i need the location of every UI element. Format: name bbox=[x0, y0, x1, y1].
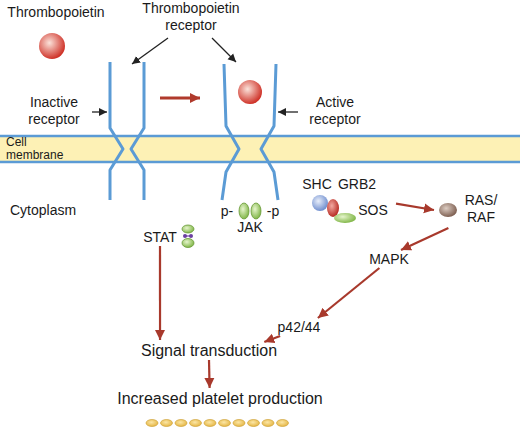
platelet bbox=[175, 420, 187, 427]
activation-arrow bbox=[160, 97, 200, 100]
membrane-edge bbox=[0, 135, 520, 138]
phosphate-dot bbox=[183, 234, 187, 238]
ras-raf-protein bbox=[439, 203, 457, 217]
protein-complex: RAS/ RAF bbox=[434, 192, 506, 228]
platelet bbox=[262, 420, 274, 427]
stat-protein bbox=[182, 239, 194, 248]
stat-protein bbox=[182, 225, 194, 233]
part-label: Active receptor bbox=[298, 94, 372, 128]
jak-protein bbox=[239, 203, 249, 219]
grb2-protein bbox=[327, 199, 339, 217]
protein-complex: SHCGRB2SOS bbox=[296, 176, 396, 222]
part-label: Inactive receptor bbox=[16, 94, 92, 128]
sos-protein bbox=[334, 213, 356, 223]
receptor-chain bbox=[110, 62, 123, 200]
platelet bbox=[146, 420, 158, 427]
leader-arrow bbox=[92, 111, 107, 112]
signal-arrow bbox=[264, 336, 280, 342]
platelet bbox=[277, 420, 289, 427]
protein-label: STAT bbox=[140, 228, 180, 246]
region-label: Cell membrane bbox=[6, 136, 72, 162]
receptor-chain bbox=[222, 64, 239, 200]
thrombopoietin-molecule bbox=[238, 80, 262, 104]
membrane-edge bbox=[0, 161, 520, 164]
pathway-step: MAPK bbox=[365, 250, 413, 268]
node-text: p- bbox=[218, 203, 236, 220]
platelet bbox=[219, 420, 231, 427]
molecule-label: Thrombopoietin bbox=[0, 4, 112, 21]
platelet bbox=[248, 420, 260, 427]
outcome-box: Increased platelet production bbox=[90, 388, 350, 408]
node-text: Increased platelet production bbox=[90, 388, 350, 408]
node-text: MAPK bbox=[365, 250, 413, 268]
jak-protein bbox=[251, 203, 261, 219]
node-text: SOS bbox=[356, 202, 390, 219]
pathway-step: p42/44 bbox=[272, 318, 326, 336]
node-text: JAK bbox=[218, 219, 282, 236]
node-text: RAS/ RAF bbox=[458, 192, 504, 226]
node-text: Signal transduction bbox=[130, 340, 288, 360]
region-label: Cytoplasm bbox=[10, 202, 100, 219]
leader-arrow bbox=[278, 111, 298, 112]
node-text: SHC bbox=[300, 176, 334, 193]
receptor-chain bbox=[131, 62, 144, 200]
leader-arrow bbox=[212, 38, 236, 62]
node-text: -p bbox=[264, 203, 282, 220]
platelet bbox=[161, 420, 173, 427]
leader-arrow bbox=[132, 38, 168, 64]
pathway-step: Signal transduction bbox=[130, 340, 288, 360]
phosphate-dot bbox=[189, 234, 193, 238]
thrombopoietin-molecule bbox=[39, 33, 65, 59]
signal-arrow bbox=[208, 360, 211, 388]
platelet bbox=[190, 420, 202, 427]
protein-complex: p- -pJAK bbox=[218, 203, 282, 236]
platelet bbox=[204, 420, 216, 427]
node-text: STAT bbox=[140, 228, 180, 246]
part-label: Thrombopoietin receptor bbox=[126, 0, 256, 34]
signal-arrow bbox=[396, 204, 434, 210]
node-text: p42/44 bbox=[272, 318, 326, 336]
signal-arrow bbox=[401, 228, 448, 250]
receptor-chain bbox=[261, 64, 278, 200]
platelet bbox=[233, 420, 245, 427]
signal-arrow bbox=[318, 268, 380, 318]
signal-arrow bbox=[159, 246, 161, 340]
node-text: GRB2 bbox=[334, 176, 380, 193]
shc-protein bbox=[312, 195, 328, 211]
